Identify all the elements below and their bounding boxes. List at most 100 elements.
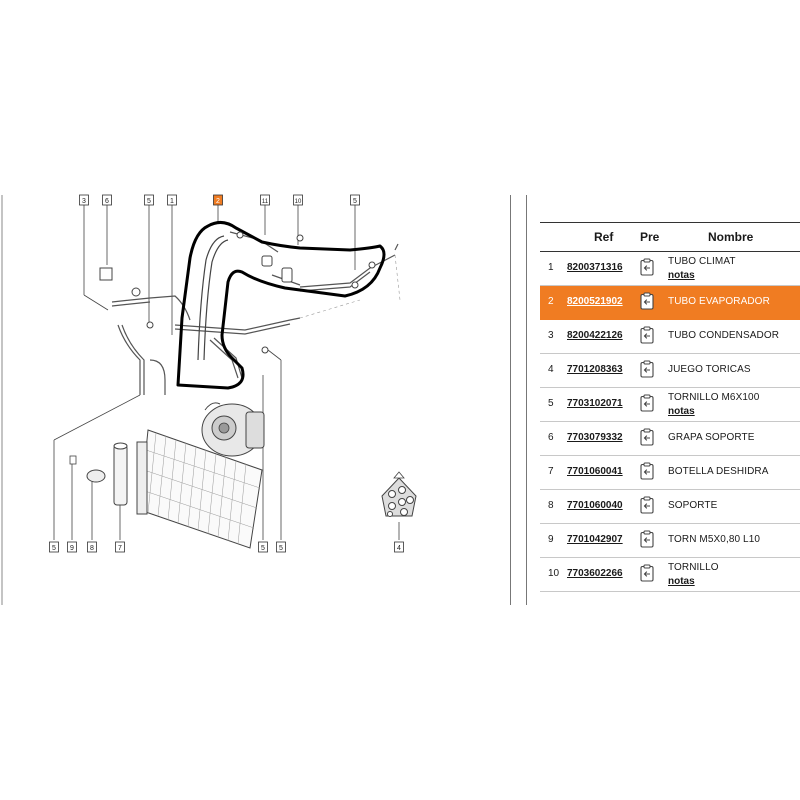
header-name: Nombre <box>708 230 754 244</box>
part-name: TUBO CONDENSADOR <box>668 330 780 341</box>
bottom-callout-5[interactable]: 5 <box>276 541 286 553</box>
row-number: 10 <box>548 568 560 579</box>
notes-link[interactable]: notas <box>668 270 695 281</box>
callout-label: 5 <box>261 545 265 552</box>
callout-label: 4 <box>397 545 401 552</box>
top-callout-1[interactable]: 6 <box>102 194 112 206</box>
callout-label: 11 <box>262 199 269 205</box>
row-number: 8 <box>548 500 554 511</box>
part-ref-link[interactable]: 7701060040 <box>567 500 623 511</box>
bottom-callout-4[interactable]: 5 <box>258 541 268 553</box>
callout-label: 7 <box>118 545 122 552</box>
callout-label: 5 <box>279 545 283 552</box>
clipboard-arrow-icon[interactable] <box>640 462 654 480</box>
table-row[interactable]: 1 8200371316 TUBO CLIMAT notas <box>540 252 800 286</box>
part-name: SOPORTE <box>668 500 718 511</box>
callout-label: 3 <box>82 198 86 205</box>
part-ref-link[interactable]: 7701042907 <box>567 534 623 545</box>
header-ref: Ref <box>594 230 614 244</box>
dehydrator-bottle <box>113 442 128 506</box>
bottom-callout-0[interactable]: 5 <box>49 541 59 553</box>
table-row[interactable]: 10 7703602266 TORNILLO notas <box>540 558 800 592</box>
divider-left <box>510 195 511 605</box>
clipboard-arrow-icon[interactable] <box>640 360 654 378</box>
condenser <box>136 429 263 549</box>
part-ref-link[interactable]: 8200422126 <box>567 330 623 341</box>
bottom-callout-1[interactable]: 9 <box>67 541 77 553</box>
parts-table: Ref Pre Nombre 1 8200371316 TUBO CLIMAT not… <box>540 222 800 592</box>
table-row[interactable]: 2 8200521902 TUBO EVAPORADOR <box>540 286 800 320</box>
row-number: 4 <box>548 364 554 375</box>
row-number: 6 <box>548 432 554 443</box>
part-name: TORNILLO M6X100 <box>668 392 760 403</box>
top-callout-2[interactable]: 5 <box>144 194 154 206</box>
row-number: 3 <box>548 330 554 341</box>
part-ref-link[interactable]: 7703602266 <box>567 568 623 579</box>
clipboard-arrow-icon[interactable] <box>640 394 654 412</box>
header-pre: Pre <box>640 230 660 244</box>
callouts-bottom: 5 9 8 7 5 5 4 <box>49 541 404 553</box>
part-ref-link[interactable]: 8200521902 <box>567 296 623 307</box>
oring-kit <box>381 471 417 517</box>
row-number: 7 <box>548 466 554 477</box>
part-ref-link[interactable]: 7703079332 <box>567 432 623 443</box>
part-ref-link[interactable]: 7701208363 <box>567 364 623 375</box>
notes-link[interactable]: notas <box>668 576 695 587</box>
callout-label: 9 <box>70 545 74 552</box>
table-row[interactable]: 8 7701060040 SOPORTE <box>540 490 800 524</box>
table-row[interactable]: 6 7703079332 GRAPA SOPORTE <box>540 422 800 456</box>
callout-label: 10 <box>295 199 302 205</box>
table-row[interactable]: 3 8200422126 TUBO CONDENSADOR <box>540 320 800 354</box>
bottom-callout-6[interactable]: 4 <box>394 541 404 553</box>
part-name: TORNILLO <box>668 562 719 573</box>
clipboard-arrow-icon[interactable] <box>640 326 654 344</box>
notes-link[interactable]: notas <box>668 406 695 417</box>
callout-label: 5 <box>147 198 151 205</box>
top-callout-7[interactable]: 5 <box>350 194 360 206</box>
top-callout-5[interactable]: 11 <box>260 194 270 206</box>
table-row[interactable]: 4 7701208363 JUEGO TORICAS <box>540 354 800 388</box>
top-callout-6[interactable]: 10 <box>293 194 303 206</box>
compressor <box>201 402 265 457</box>
table-header: Ref Pre Nombre <box>540 222 800 252</box>
clipboard-arrow-icon[interactable] <box>640 258 654 276</box>
top-callout-0[interactable]: 3 <box>79 194 89 206</box>
bottom-callout-2[interactable]: 8 <box>87 541 97 553</box>
part-ref-link[interactable]: 7703102071 <box>567 398 623 409</box>
bottle-bracket <box>69 455 106 483</box>
part-name: JUEGO TORICAS <box>668 364 751 375</box>
part-ref-link[interactable]: 7701060041 <box>567 466 623 477</box>
callout-label: 8 <box>90 545 94 552</box>
row-number: 2 <box>548 296 554 307</box>
callout-label: 2 <box>216 198 220 205</box>
part-name: BOTELLA DESHIDRA <box>668 466 769 477</box>
row-number: 1 <box>548 262 554 273</box>
part-name: GRAPA SOPORTE <box>668 432 755 443</box>
part-name: TUBO EVAPORADOR <box>668 296 770 307</box>
clipboard-arrow-icon[interactable] <box>640 530 654 548</box>
table-row[interactable]: 7 7701060041 BOTELLA DESHIDRA <box>540 456 800 490</box>
leader-lines <box>53 205 400 540</box>
fittings <box>99 231 376 354</box>
clipboard-arrow-icon[interactable] <box>640 564 654 582</box>
clipboard-arrow-icon[interactable] <box>640 428 654 446</box>
row-number: 5 <box>548 398 554 409</box>
top-callout-4[interactable]: 2 <box>213 194 223 206</box>
clipboard-arrow-icon[interactable] <box>640 292 654 310</box>
table-row[interactable]: 5 7703102071 TORNILLO M6X100 notas <box>540 388 800 422</box>
callout-label: 6 <box>105 198 109 205</box>
top-callout-3[interactable]: 1 <box>167 194 177 206</box>
evaporator-tube-outline <box>176 221 386 390</box>
part-ref-link[interactable]: 8200371316 <box>567 262 623 273</box>
callout-label: 5 <box>52 545 56 552</box>
row-number: 9 <box>548 534 554 545</box>
callout-label: 5 <box>353 198 357 205</box>
part-name: TUBO CLIMAT <box>668 256 736 267</box>
callout-label: 1 <box>170 198 174 205</box>
divider-right <box>526 195 527 605</box>
bottom-callout-3[interactable]: 7 <box>115 541 125 553</box>
clipboard-arrow-icon[interactable] <box>640 496 654 514</box>
